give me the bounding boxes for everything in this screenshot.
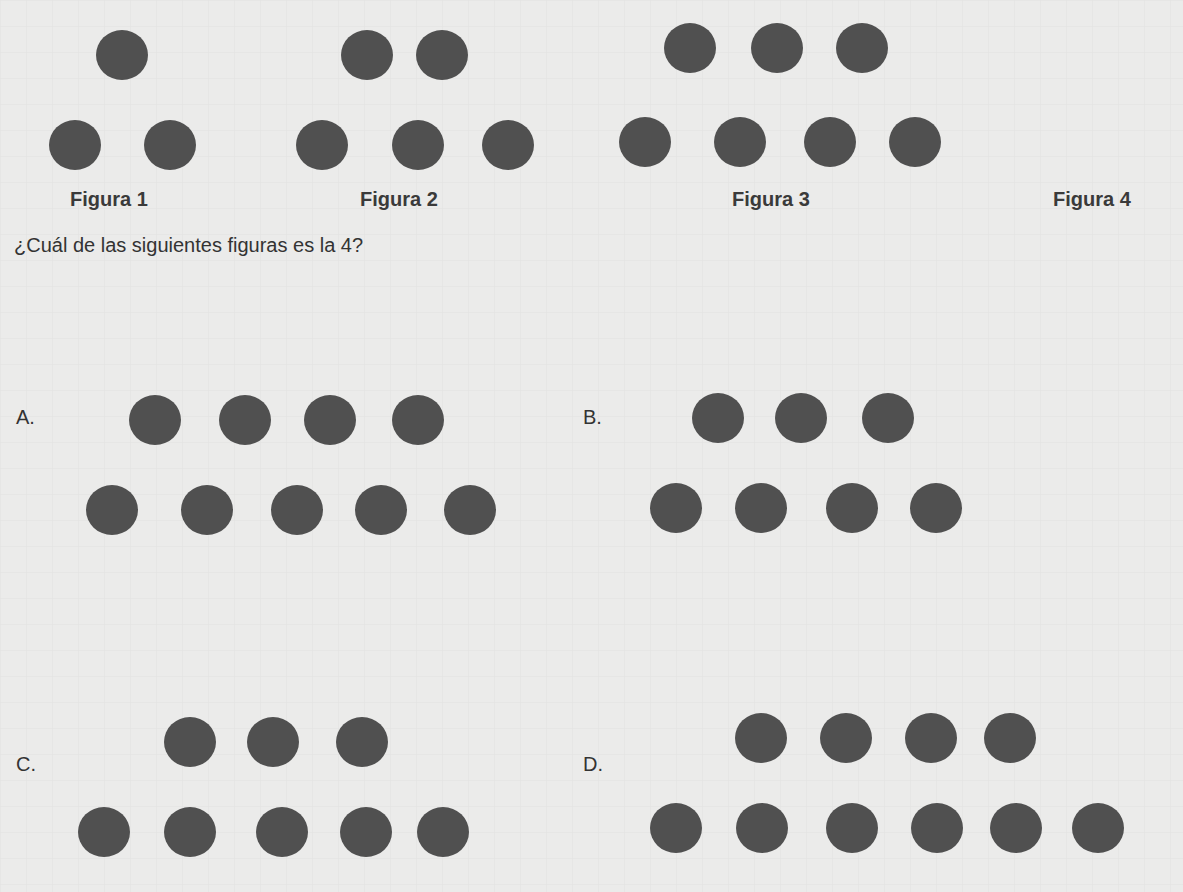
question-text: ¿Cuál de las siguientes figuras es la 4?	[14, 233, 363, 257]
option-letter: A.	[16, 405, 35, 429]
option-letter: C.	[16, 752, 36, 776]
figure-label: Figura 2	[360, 187, 438, 211]
figure-label: Figura 3	[732, 187, 810, 211]
option-letter: B.	[583, 405, 602, 429]
dots	[49, 23, 1124, 857]
figure-label: Figura 1	[70, 187, 148, 211]
option-letter: D.	[583, 752, 603, 776]
figure-label: Figura 4	[1053, 187, 1131, 211]
